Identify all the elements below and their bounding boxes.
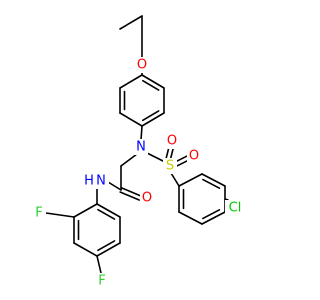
sulfonyl-right-double-bond-a [176,159,190,167]
ethoxyphenyl-ring-bond-5 [119,74,143,89]
ether-oxygen-label: O [137,58,147,73]
ring-to-chlorine-bond [224,198,229,201]
ethoxyphenyl-ring-inner-0 [142,79,160,91]
nitrogen-sulfur-bond [146,152,164,162]
carbonyl-double-bond-a [119,191,140,201]
sulfonyl-oxygen-right-label: O [189,149,199,164]
chlorine-label: Cl [229,201,242,216]
fluorine-ortho-label: F [35,206,42,221]
ring-to-fluorine-para-bond [96,255,102,274]
sulfur-to-chlorophenyl-bond [170,172,180,187]
sulfonamide-nitrogen-label: N [136,140,146,155]
carbonyl-oxygen-label: O [142,191,152,206]
ethoxyphenyl-ring-bond-0 [141,74,165,89]
carbonyl-double-bond-b [121,187,142,197]
ring-to-fluorine-ortho-bond [45,212,75,218]
sulfur-label: S [166,159,174,174]
difluorophenyl-ring-bond-2 [96,242,121,257]
amide-hydrogen-label: H [84,174,94,189]
chlorophenyl-ring-bond-3 [201,211,226,225]
sulfonyl-left-double-bond-b [165,146,170,161]
atom-label-layer: O N S O O Cl H N O F F [32,57,245,289]
chlorophenyl-ring-inner-3 [202,209,221,220]
ethoxyphenyl-ring-inner-2 [142,110,160,122]
difluorophenyl-ring-bond-0 [96,203,121,218]
chlorophenyl-ring-bond-0 [178,173,203,187]
ethyl-terminal-bond [119,15,143,30]
ring-to-sulfonamide-nitrogen-bond [140,125,143,141]
difluorophenyl-ring-bond-3 [73,242,98,257]
sulfonyl-oxygen-left-label: O [167,134,177,149]
nitrogen-to-methylene-bond [120,153,138,167]
chlorophenyl-ring-bond-1 [201,173,226,187]
difluorophenyl-ring-inner-0 [97,208,116,220]
fluorine-para-label: F [98,274,105,289]
chlorophenyl-ring-inner-1 [202,178,221,189]
difluorophenyl-ring-inner-2 [97,240,116,252]
molecule-structure: O N S O O Cl H N O F F [32,15,245,289]
ethoxyphenyl-ring-bond-2 [141,112,165,127]
chlorophenyl-ring-bond-4 [178,211,203,225]
difluorophenyl-ring-bond-5 [73,203,98,218]
carbonyl-to-amide-nitrogen-bond [107,181,122,191]
sulfonyl-right-double-bond-b [174,155,188,163]
ethoxyphenyl-ring-bond-3 [119,112,143,127]
amide-nitrogen-label: N [96,174,106,189]
